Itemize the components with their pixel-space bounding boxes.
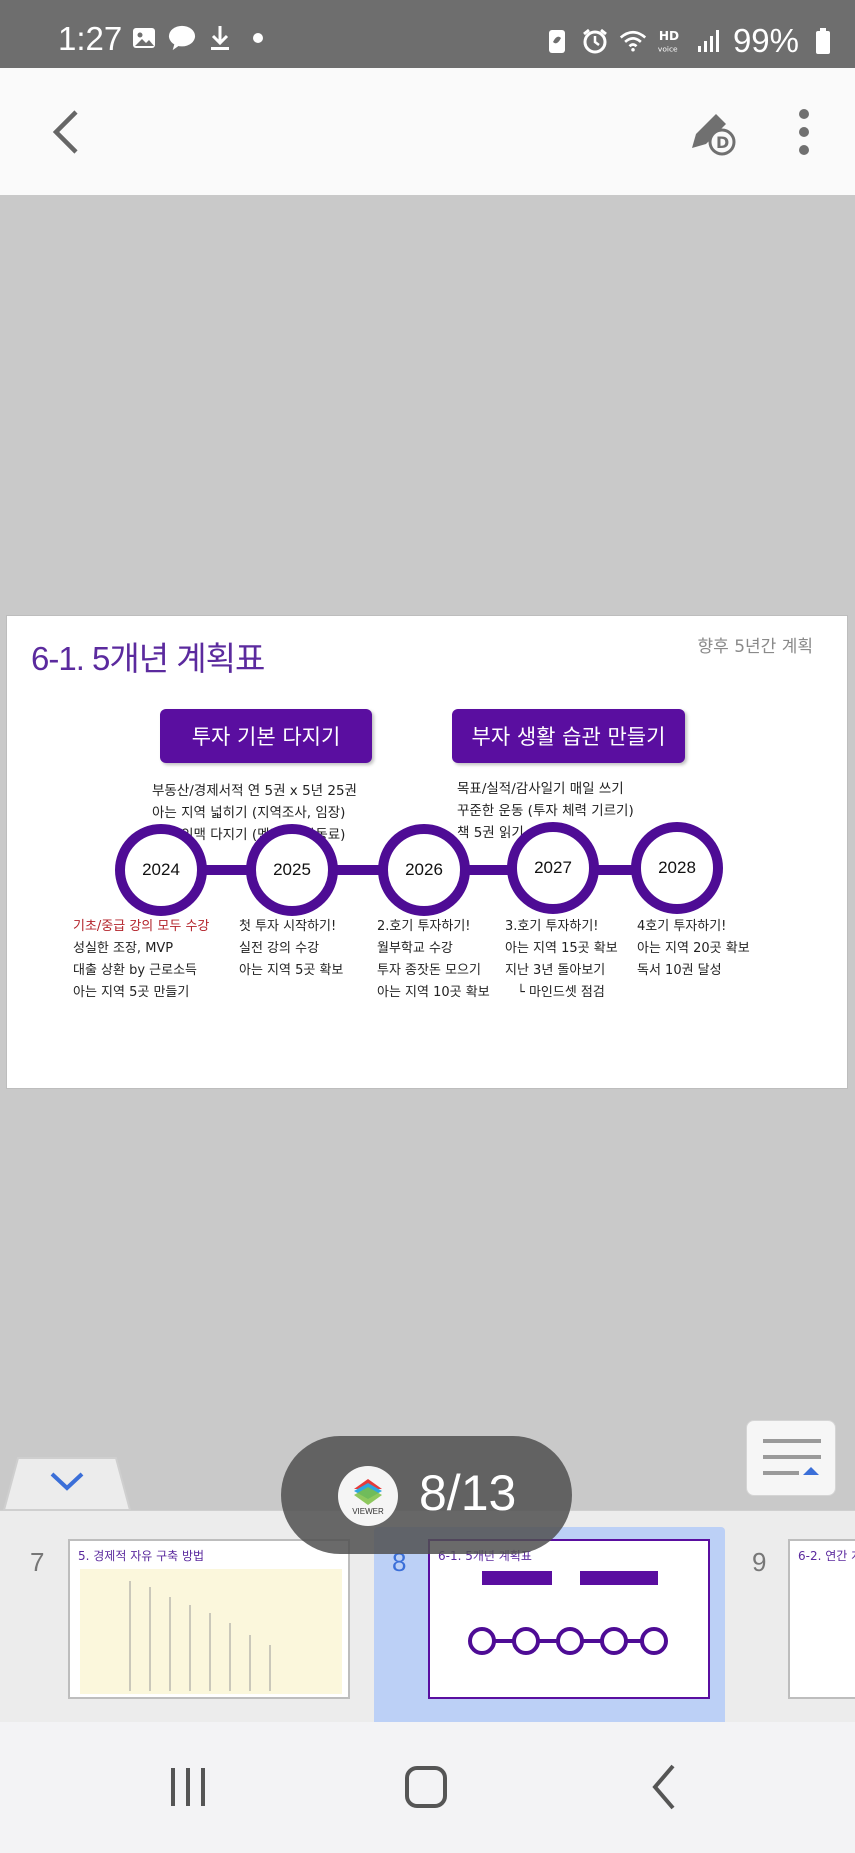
nav-back-button[interactable] xyxy=(636,1762,696,1812)
column-item: 월부학교 수강 xyxy=(377,941,453,956)
svg-text:D: D xyxy=(716,133,729,152)
slide-canvas[interactable]: 6-1. 5개년 계획표 향후 5년간 계획 투자 기본 다지기 부자 생활 습… xyxy=(6,615,848,1089)
top-app-bar: D xyxy=(0,68,855,195)
thumbnail-preview xyxy=(80,1569,342,1694)
talk-icon xyxy=(168,24,196,52)
year-circle: 2024 xyxy=(115,824,207,916)
notification-icons xyxy=(130,24,272,52)
goal-pill-basics: 투자 기본 다지기 xyxy=(160,709,372,763)
thumbnail-title: 5. 경제적 자유 구축 방법 xyxy=(78,1549,205,1563)
nav-back-icon xyxy=(652,1764,675,1810)
column-item: 대출 상환 by 근로소득 xyxy=(73,963,198,978)
status-time: 1:27 xyxy=(58,20,123,57)
bullet-text: 꾸준한 운동 (투자 체력 기르기) xyxy=(457,803,634,819)
dot-icon xyxy=(244,24,272,52)
bullet-text: 책 5권 읽기 xyxy=(457,825,524,841)
column-item: 2.호기 투자하기! xyxy=(377,919,471,934)
thumbnail-preview xyxy=(468,1571,668,1655)
thumbnail-slide-8[interactable]: 6-1. 5개년 계획표 xyxy=(428,1539,710,1699)
battery-icon xyxy=(809,27,837,55)
home-button[interactable] xyxy=(396,1762,456,1812)
column-item: 기초/중급 강의 모두 수강 xyxy=(73,919,210,934)
year-circle: 2028 xyxy=(631,822,723,914)
thumbnail-title: 6-2. 연간 계 xyxy=(798,1549,855,1563)
more-options-button[interactable] xyxy=(780,104,828,160)
column-item: 첫 투자 시작하기! xyxy=(239,919,337,934)
habits-bullets: 목표/실적/감사일기 매일 쓰기 꾸준한 운동 (투자 체력 기르기) 책 5권… xyxy=(457,778,634,844)
column-item: └ 마인드셋 점검 xyxy=(517,985,605,1000)
column-item: 성실한 조장, MVP xyxy=(73,941,174,956)
viewer-logo-icon xyxy=(354,1478,382,1505)
year-column-2024: 기초/중급 강의 모두 수강 성실한 조장, MVP 대출 상환 by 근로소득… xyxy=(73,916,209,1004)
bullet-text: 아는 지역 넓히기 (지역조사, 임장) xyxy=(152,805,346,821)
back-arrow-icon xyxy=(52,110,78,154)
pen-edit-icon: D xyxy=(692,114,736,156)
thumbnail-slide-9[interactable]: 6-2. 연간 계 xyxy=(788,1539,855,1699)
page-indicator: VIEWER 8/13 xyxy=(281,1436,572,1554)
goal-pill-habits: 부자 생활 습관 만들기 xyxy=(452,709,685,763)
image-icon xyxy=(130,24,158,52)
svg-text:HD: HD xyxy=(659,29,679,43)
year-column-2026: 2.호기 투자하기! 월부학교 수강 투자 종잣돈 모으기 아는 지역 10곳 … xyxy=(377,916,490,1004)
slide-subtitle: 향후 5년간 계획 xyxy=(697,637,813,657)
year-circle: 2027 xyxy=(507,822,599,914)
thumbnail-strip[interactable]: 7 5. 경제적 자유 구축 방법 8 6-1. 5개년 계획표 9 xyxy=(0,1510,855,1722)
slide-title: 6-1. 5개년 계획표 xyxy=(31,640,265,677)
year-circle: 2026 xyxy=(378,824,470,916)
svg-text:voice: voice xyxy=(658,44,678,53)
column-item: 아는 지역 10곳 확보 xyxy=(377,985,490,1000)
recent-apps-icon xyxy=(171,1768,205,1806)
column-item: 지난 3년 돌아보기 xyxy=(505,963,606,978)
chevron-down-icon xyxy=(2,1457,132,1511)
thumbnail-number: 9 xyxy=(752,1547,767,1577)
battery-saver-icon xyxy=(543,27,571,55)
year-column-2027: 3.호기 투자하기! 아는 지역 15곳 확보 지난 3년 돌아보기 └ 마인드… xyxy=(505,916,618,1004)
recent-apps-button[interactable] xyxy=(158,1762,218,1812)
bullet-text: 목표/실적/감사일기 매일 쓰기 xyxy=(457,781,624,797)
column-item: 아는 지역 15곳 확보 xyxy=(505,941,618,956)
more-vert-icon xyxy=(799,109,809,155)
signal-icon xyxy=(695,27,723,55)
edit-document-button[interactable]: D xyxy=(686,104,742,160)
download-icon xyxy=(206,24,234,52)
viewer-logo-label: VIEWER xyxy=(352,1506,384,1516)
battery-percent: 99% xyxy=(732,22,799,59)
column-item: 아는 지역 5곳 만들기 xyxy=(73,985,190,1000)
column-item: 투자 종잣돈 모으기 xyxy=(377,963,481,978)
system-navigation-bar xyxy=(0,1722,855,1853)
year-column-2025: 첫 투자 시작하기! 실전 강의 수강 아는 지역 5곳 확보 xyxy=(239,916,343,982)
year-circle: 2025 xyxy=(246,824,338,916)
column-item: 4호기 투자하기! xyxy=(637,919,727,934)
bullet-text: 부동산/경제서적 연 5권 x 5년 25권 xyxy=(152,783,357,799)
alarm-icon xyxy=(581,27,609,55)
column-item: 실전 강의 수강 xyxy=(239,941,320,956)
page-number-text: 8/13 xyxy=(419,1465,517,1521)
column-item: 아는 지역 5곳 확보 xyxy=(239,963,344,978)
column-item: 3.호기 투자하기! xyxy=(505,919,599,934)
column-item: 독서 10권 달성 xyxy=(637,963,722,978)
home-icon xyxy=(405,1766,447,1808)
collapse-thumbnails-tab[interactable] xyxy=(2,1456,132,1511)
notes-icon xyxy=(763,1439,821,1475)
wifi-icon xyxy=(619,27,647,55)
thumbnail-number: 7 xyxy=(30,1547,45,1577)
thumbnail-slide-7[interactable]: 5. 경제적 자유 구축 방법 xyxy=(68,1539,350,1699)
column-item: 아는 지역 20곳 확보 xyxy=(637,941,750,956)
year-column-2028: 4호기 투자하기! 아는 지역 20곳 확보 독서 10권 달성 xyxy=(637,916,750,982)
thumbnail-number: 8 xyxy=(392,1547,407,1577)
back-button[interactable] xyxy=(42,104,98,160)
viewer-logo: VIEWER xyxy=(338,1466,398,1526)
slide-notes-button[interactable] xyxy=(746,1420,836,1496)
